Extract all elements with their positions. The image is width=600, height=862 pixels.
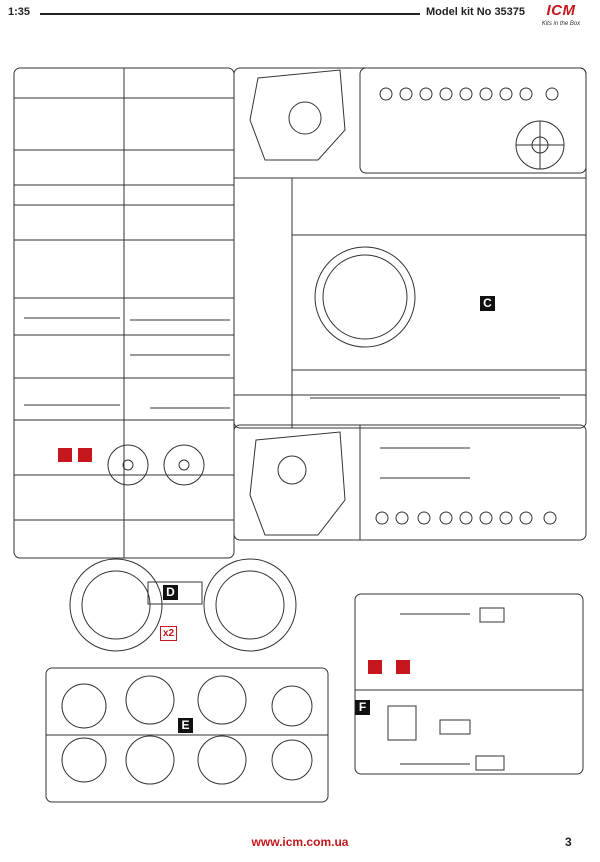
header-kit-number: Model kit No 35375 [426,6,526,18]
icm-logo: ICM Kits in the Box [530,2,592,32]
highlighted-parts [58,448,410,674]
sprue-f-frame [354,593,584,775]
page-number: 3 [565,835,572,849]
logo-wordmark: ICM [546,2,576,19]
sprue-e-frame [45,667,329,803]
sprue-e-label: E [178,718,193,733]
sprue-d-tyres [69,558,297,652]
header-rule [40,13,420,15]
sprue-d-label: D [163,585,178,600]
sprue-b-frame [13,67,235,559]
sprue-c-label: C [480,296,495,311]
rim-row-bottom [375,511,557,525]
footer-url: www.icm.com.ua [251,835,349,849]
sprue-f-label: F [355,700,370,715]
header-scale: 1:35 [8,6,31,18]
rim-row-top [379,87,559,101]
sprue-c-frame [233,67,587,429]
sprue-d-quantity: x2 [160,626,178,641]
logo-tagline: Kits in the Box [541,21,581,27]
sprue-lower-right-frame [233,424,587,541]
